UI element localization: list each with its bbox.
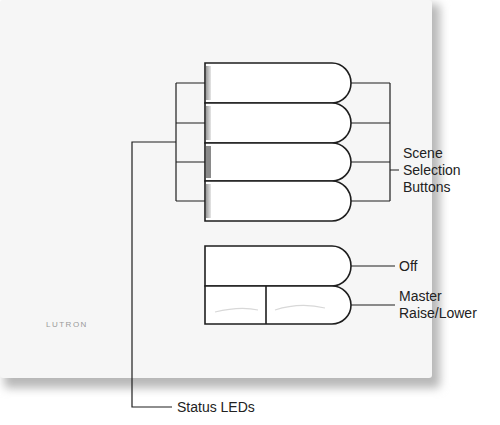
led-bracket <box>132 83 205 407</box>
status-led <box>206 146 211 178</box>
leader-lines <box>132 83 399 407</box>
status-led <box>206 106 211 140</box>
callout-label: Status LEDs <box>177 399 297 416</box>
status-led <box>206 184 211 218</box>
raise-mark <box>275 305 325 310</box>
raise-lower-leader <box>351 304 395 305</box>
scene-bracket <box>351 83 399 201</box>
off-leader <box>351 265 395 266</box>
status-leds <box>206 66 211 218</box>
scene-buttons <box>205 63 351 324</box>
raise-lower-split <box>265 286 267 324</box>
faceplate <box>0 0 432 378</box>
callout-label: Off <box>399 258 491 275</box>
lower-mark <box>215 308 258 312</box>
scene-button <box>205 63 351 103</box>
raise-lower-button <box>205 286 351 324</box>
off-button <box>205 246 351 286</box>
brand-logo: LUTRON <box>46 320 432 329</box>
faceplate: LUTRON <box>0 0 432 378</box>
scene-button <box>205 181 351 221</box>
scene-button <box>205 103 351 143</box>
status-led <box>206 66 211 100</box>
callout-label: Master Raise/Lower <box>399 288 491 322</box>
callout-label: Scene Selection Buttons <box>403 145 495 196</box>
scene-button <box>205 143 351 181</box>
